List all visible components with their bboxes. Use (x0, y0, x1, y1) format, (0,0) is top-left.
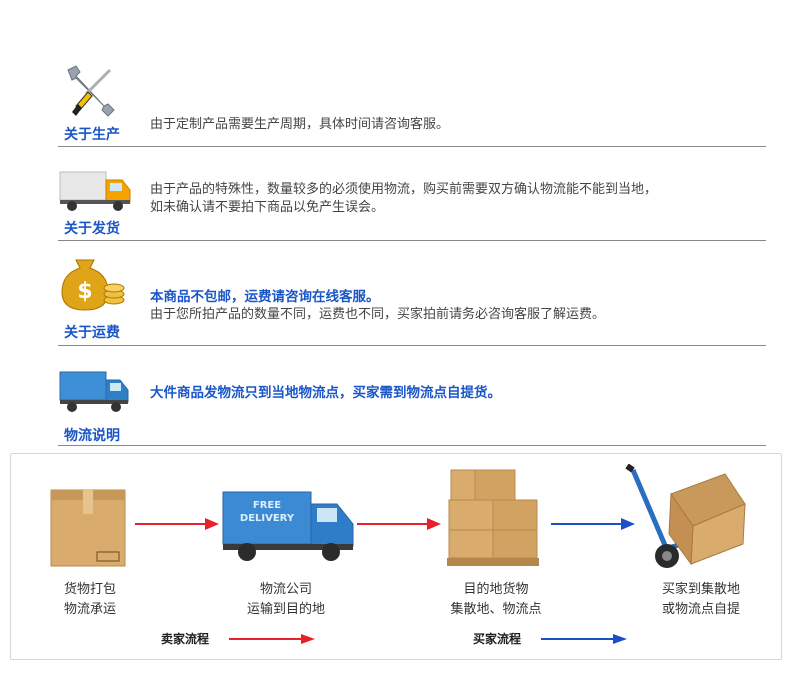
step-caption-line2: 集散地、物流点 (450, 602, 542, 617)
step-caption: 目的地货物 集散地、物流点 (431, 580, 561, 620)
section-text: 由于您所拍产品的数量不同，运费也不同，买家拍前请务必咨询客服了解运费。 (150, 307, 606, 322)
free-delivery-truck-icon: FREE DELIVERY (221, 490, 357, 562)
step-caption-line1: 买家到集散地 (661, 582, 740, 597)
wrench-screwdriver-icon (58, 62, 138, 122)
packed-box-icon (49, 486, 127, 568)
section-label: 关于发货 (64, 221, 120, 237)
section-highlight: 本商品不包邮，运费请咨询在线客服。 (150, 289, 380, 305)
step-caption-line2: 运输到目的地 (246, 602, 325, 617)
step-caption-line1: 货物打包 (63, 582, 116, 597)
step-caption: 货物打包 物流承运 (35, 580, 145, 620)
divider (58, 146, 766, 147)
delivery-truck-icon (58, 168, 138, 228)
step-caption-line1: 物流公司 (259, 582, 312, 597)
section-text-line2: 如未确认请不要拍下商品以免产生误会。 (150, 200, 385, 215)
blue-truck-icon (58, 368, 138, 428)
buyer-legend-arrow (541, 633, 627, 645)
buyer-flow-legend-label: 买家流程 (473, 632, 522, 646)
step-caption-line2: 或物流点自提 (661, 602, 740, 617)
section-freight: $ 关于运费 本商品不包邮，运费请咨询在线客服。 由于您所拍产品的数量不同，运费… (58, 250, 766, 346)
step-caption-line1: 目的地货物 (463, 582, 529, 597)
divider (58, 445, 766, 446)
section-logistics: 物流说明 大件商品发物流只到当地物流点，买家需到物流点自提货。 (58, 368, 766, 448)
seller-flow-legend-label: 卖家流程 (161, 632, 210, 646)
seller-legend-arrow (229, 633, 315, 645)
section-label: 关于生产 (64, 127, 120, 143)
stacked-boxes-pallet-icon (447, 468, 541, 568)
seller-arrow (135, 517, 219, 531)
section-shipping: 关于发货 由于产品的特殊性，数量较多的必须使用物流，购买前需要双方确认物流能不能… (58, 168, 766, 243)
divider (58, 345, 766, 346)
seller-arrow (357, 517, 441, 531)
divider (58, 240, 766, 241)
truck-sign-line2: DELIVERY (239, 513, 295, 524)
money-bag-icon: $ (58, 250, 138, 311)
section-label: 物流说明 (64, 428, 120, 444)
section-highlight: 大件商品发物流只到当地物流点，买家需到物流点自提货。 (150, 385, 501, 401)
hand-truck-icon (623, 464, 753, 572)
step-caption: 买家到集散地 或物流点自提 (636, 580, 766, 620)
step-caption: 物流公司 运输到目的地 (226, 580, 346, 620)
section-text-line1: 由于产品的特殊性，数量较多的必须使用物流，购买前需要双方确认物流能不能到当地， (150, 182, 658, 197)
shipping-flow-panel: FREE DELIVERY (10, 453, 782, 660)
step-caption-line2: 物流承运 (63, 602, 116, 617)
section-text: 由于定制产品需要生产周期，具体时间请咨询客服。 (150, 117, 450, 132)
buyer-arrow (551, 517, 635, 531)
section-production: 关于生产 由于定制产品需要生产周期，具体时间请咨询客服。 (58, 62, 766, 152)
truck-sign-line1: FREE (252, 500, 282, 511)
svg-text:$: $ (77, 279, 92, 304)
section-label: 关于运费 (64, 325, 120, 341)
